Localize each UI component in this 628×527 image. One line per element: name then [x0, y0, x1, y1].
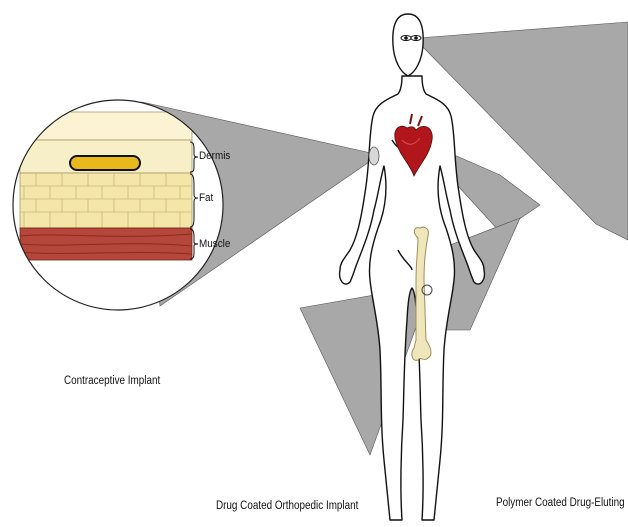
- contraceptive-callout: [13, 100, 223, 310]
- caption-orthopedic: Drug Coated Orthopedic Implant: [216, 500, 358, 512]
- label-muscle: Muscle: [199, 238, 230, 250]
- label-fat: Fat: [199, 192, 213, 204]
- arm-implant-marker: [369, 147, 379, 165]
- caption-stent: Polymer Coated Drug-Eluting S: [496, 497, 628, 509]
- label-dermis: Dermis: [199, 150, 230, 162]
- head: [393, 14, 423, 76]
- cone-bone: [300, 286, 428, 455]
- caption-contraceptive: Contraceptive Implant: [64, 375, 160, 387]
